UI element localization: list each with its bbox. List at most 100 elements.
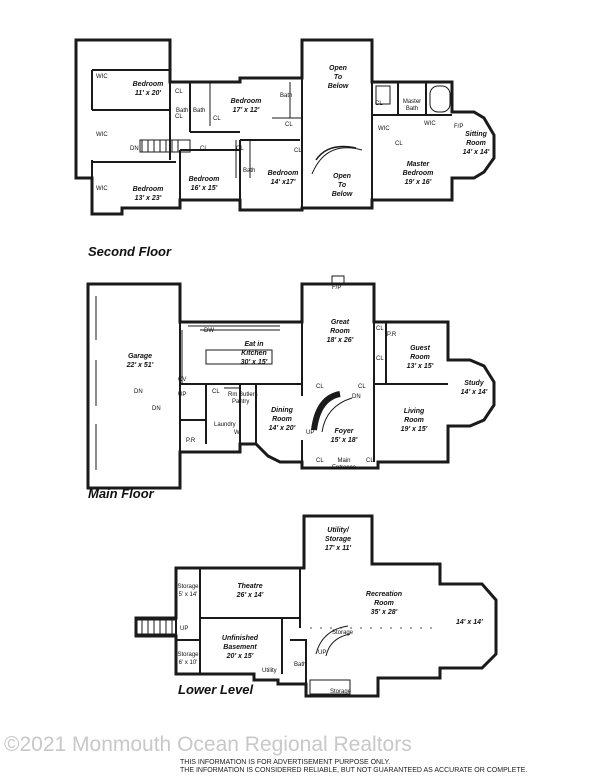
room-name: Utility/ — [327, 527, 349, 534]
plan-label: WIC — [378, 126, 390, 132]
room-dims: 16' x 15' — [191, 185, 218, 192]
room-name: Sitting — [465, 131, 487, 138]
plan-label: Pantry — [232, 399, 249, 405]
room-dims: 5' x 14' — [179, 592, 198, 598]
room-name: Bath — [406, 106, 418, 112]
room-name: Study — [464, 380, 485, 387]
room-dims: 17' x 12' — [233, 107, 260, 114]
room-name: Room — [272, 416, 292, 423]
room-name: Garage — [128, 353, 152, 360]
room-name: Room — [466, 140, 486, 147]
plan-label: WIC — [96, 74, 108, 80]
room-name: Basement — [223, 644, 257, 651]
plan-label: CL — [376, 326, 384, 332]
plan-label: CL — [175, 89, 183, 95]
room-dims: 26' x 14' — [236, 592, 264, 599]
plan-label: CL — [285, 122, 293, 128]
room-name: To — [338, 182, 347, 189]
plan-label: UP — [178, 392, 186, 398]
plan-label: P.R — [387, 332, 397, 338]
plan-label: Entrance — [332, 465, 357, 471]
plan-label: CL — [395, 141, 403, 147]
room-dims: 20' x 15' — [226, 653, 254, 660]
main-floor-room-labels: Garage 22' x 51' Eat in Kitchen 30' x 15… — [126, 319, 488, 444]
main-floor-small-labels: DW F/P CL CL P.R DN DN UP CV CL Rm Butle… — [134, 285, 397, 471]
room-dims: 18' x 26' — [327, 337, 354, 344]
room-dims: 14' x 14' — [461, 389, 488, 396]
plan-label: F/P — [332, 285, 341, 291]
room-name: Recreation — [366, 591, 402, 598]
room-name: Bedroom — [231, 98, 262, 105]
plan-label: P.R — [186, 438, 196, 444]
plan-label: CL — [236, 146, 244, 152]
plan-label: CL — [294, 148, 302, 154]
plan-label: CL — [316, 458, 324, 464]
room-name: Great — [331, 319, 350, 326]
room-name: Guest — [410, 345, 431, 352]
room-name: Room — [330, 328, 350, 335]
plan-label: CL — [366, 458, 374, 464]
plan-label: CL — [175, 114, 183, 120]
room-dims: 13' x 15' — [407, 363, 434, 370]
room-name: Foyer — [334, 428, 354, 435]
plan-label: Bath — [243, 168, 255, 174]
second-floor-room-labels: Bedroom 11' x 20' Bedroom 17' x 12' Open… — [133, 65, 490, 202]
room-name: Bedroom — [403, 170, 434, 177]
main-floor-plan — [86, 275, 496, 490]
plan-label: CV — [178, 377, 186, 383]
room-name: Below — [332, 191, 353, 198]
room-dims: 13' x 23' — [135, 195, 162, 202]
lower-level-plan — [134, 514, 498, 698]
disclaimer-line-2: THE INFORMATION IS CONSIDERED RELIABLE, … — [180, 767, 527, 774]
room-dims: 14' x 14' — [463, 149, 490, 156]
room-name: Open — [329, 65, 347, 72]
room-dims: 19' x 15' — [401, 426, 428, 433]
room-name: To — [334, 74, 343, 81]
room-name: Unfinished — [222, 635, 259, 642]
plan-label: Utility — [262, 668, 277, 674]
room-name: Master — [403, 99, 421, 105]
plan-label: CL — [200, 146, 208, 152]
room-name: Bedroom — [133, 186, 164, 193]
room-name: Storage — [325, 536, 351, 543]
disclaimer-line-1: THIS INFORMATION IS FOR ADVERTISEMENT PU… — [180, 759, 390, 766]
room-name: Kitchen — [241, 350, 267, 357]
room-name: Below — [328, 83, 349, 90]
plan-label: WIC — [96, 132, 108, 138]
main-floor-title: Main Floor — [88, 486, 155, 501]
plan-label: Bath — [294, 662, 306, 668]
second-floor-plan — [74, 38, 496, 216]
plan-label: DN — [352, 394, 361, 400]
room-name: Storage — [177, 584, 199, 590]
room-name: Theatre — [237, 583, 262, 590]
room-dims: 14' x17' — [271, 179, 296, 186]
room-dims: 11' x 20' — [135, 90, 162, 97]
room-name: Open — [333, 173, 351, 180]
room-name: Eat in — [244, 341, 263, 348]
room-name: Storage — [177, 652, 199, 658]
plan-label: CL — [316, 384, 324, 390]
room-dims: 22' x 51' — [126, 362, 154, 369]
plan-label: UP — [318, 650, 326, 656]
second-floor-small-labels: WIC WIC WIC CL CL Bath CL Bath CL Bath C… — [96, 74, 463, 192]
plan-label: Laundry — [214, 422, 236, 428]
room-name: Bedroom — [189, 176, 220, 183]
plan-label: CL — [213, 116, 221, 122]
room-dims: 30' x 15' — [241, 359, 268, 366]
plan-label: WIC — [424, 121, 436, 127]
plan-label: 14' x 14' — [456, 619, 483, 626]
plan-label: DN — [130, 146, 139, 152]
room-name: Living — [404, 408, 425, 415]
room-name: Bedroom — [133, 81, 164, 88]
plan-label: Rm Butlers — [228, 392, 258, 398]
plan-label: CL — [212, 389, 220, 395]
plan-label: WIC — [96, 186, 108, 192]
plan-label: Bath — [176, 108, 188, 114]
lower-level-title: Lower Level — [178, 682, 254, 697]
second-floor-title: Second Floor — [88, 244, 172, 259]
plan-label: Bath — [193, 108, 205, 114]
plan-label: CL — [376, 356, 384, 362]
plan-label: DN — [134, 389, 143, 395]
room-name: Bedroom — [268, 170, 299, 177]
